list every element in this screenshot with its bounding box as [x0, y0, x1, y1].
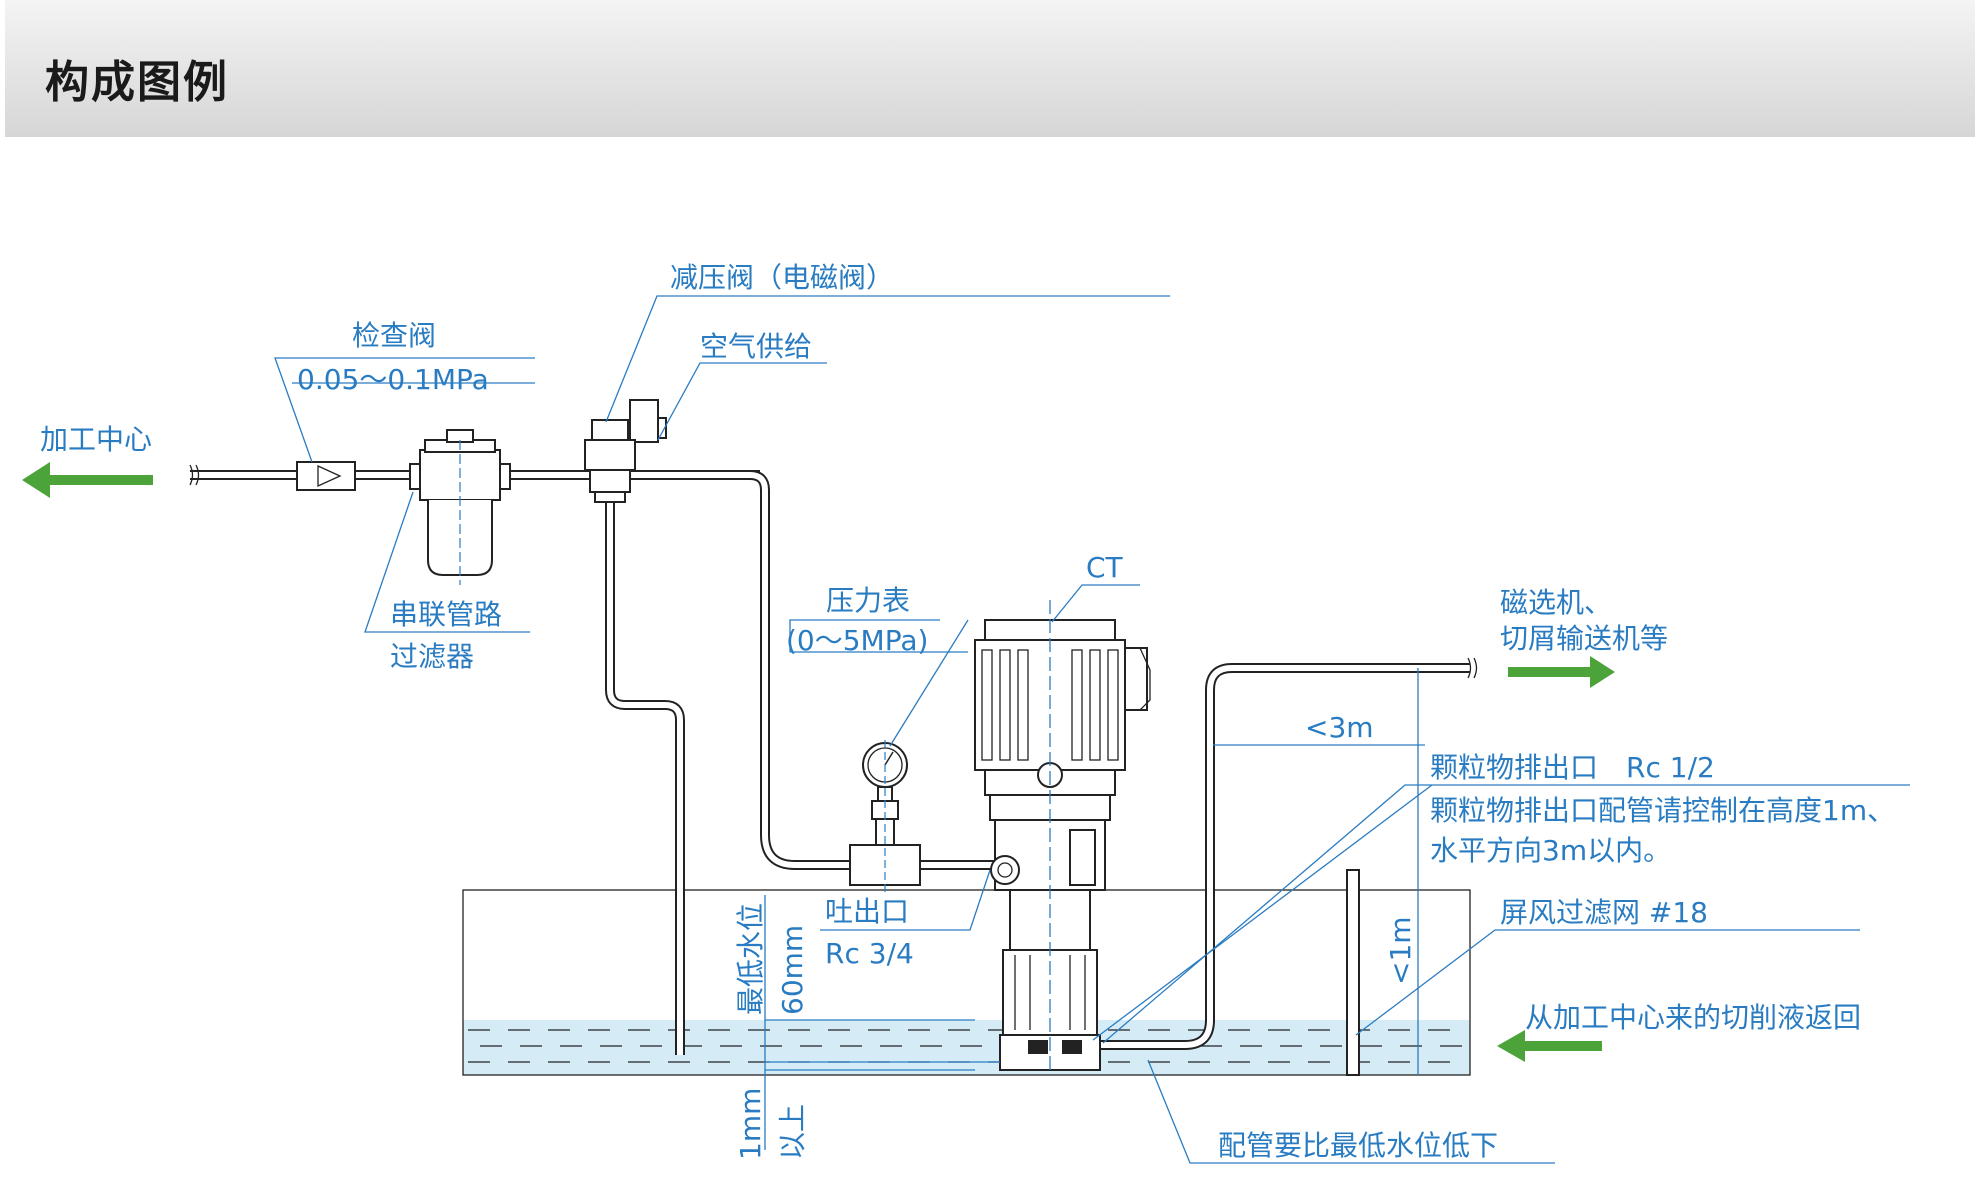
- label-machining-center: 加工中心: [40, 423, 152, 456]
- label-particle-note-1: 颗粒物排出口配管请控制在高度1m、: [1430, 794, 1895, 827]
- label-below-2: 以上: [776, 1104, 809, 1160]
- label-ct: CT: [1086, 551, 1124, 584]
- pipe-break-left: [189, 464, 200, 486]
- pump-motor: [974, 600, 1151, 1075]
- leader-lines: [274, 295, 1910, 1164]
- label-check-valve-pressure: 0.05～0.1MPa: [297, 363, 489, 396]
- label-lt3m: <3m: [1305, 711, 1374, 744]
- label-series-filter-1: 串联管路: [390, 598, 502, 631]
- main-pipe: [190, 470, 865, 870]
- page-title: 构成图例: [45, 57, 229, 108]
- label-magnetic-sep-1: 磁选机、: [1500, 586, 1612, 619]
- label-check-valve: 检查阀: [352, 319, 436, 352]
- label-screen-filter: 屏风过滤网 #18: [1500, 896, 1708, 929]
- pressure-gauge: [849, 740, 921, 895]
- label-below-1: 1mm: [734, 1088, 767, 1160]
- bypass-pipe: [605, 490, 685, 1055]
- particle-outlet-pipe: [1100, 663, 1470, 1050]
- label-min-level-2: 60mm: [776, 925, 809, 1015]
- label-relief-valve: 减压阀（电磁阀）: [670, 261, 894, 294]
- check-valve: [296, 461, 356, 491]
- label-discharge-2: Rc 3/4: [825, 937, 914, 970]
- header-bar: 构成图例: [5, 0, 1975, 137]
- coolant-tank: [462, 889, 1471, 1076]
- label-min-level-1: 最低水位: [734, 903, 767, 1015]
- label-magnetic-sep-2: 切屑输送机等: [1500, 622, 1668, 655]
- label-particle-outlet: 颗粒物排出口 Rc 1/2: [1430, 751, 1715, 784]
- pipe-break-right: [1467, 657, 1478, 679]
- label-pipe-below-note: 配管要比最低水位低下: [1218, 1129, 1498, 1162]
- label-particle-note-2: 水平方向3m以内。: [1430, 834, 1671, 867]
- label-air-supply: 空气供给: [700, 330, 812, 363]
- relief-valve: [584, 399, 667, 503]
- screen-filter-post: [1346, 869, 1360, 1076]
- label-return-fluid: 从加工中心来的切削液返回: [1525, 1001, 1861, 1034]
- label-discharge-1: 吐出口: [825, 895, 909, 928]
- arrow-to-magnetic-separator: [1508, 656, 1615, 688]
- label-series-filter-2: 过滤器: [390, 640, 474, 673]
- label-lt1m: <1m: [1384, 916, 1417, 985]
- arrow-to-machining-center: [22, 462, 153, 498]
- label-pressure-gauge: 压力表: [826, 584, 910, 617]
- series-filter: [409, 429, 511, 585]
- arrow-return-fluid: [1497, 1030, 1602, 1062]
- label-pressure-gauge-range: (0～5MPa): [786, 624, 928, 657]
